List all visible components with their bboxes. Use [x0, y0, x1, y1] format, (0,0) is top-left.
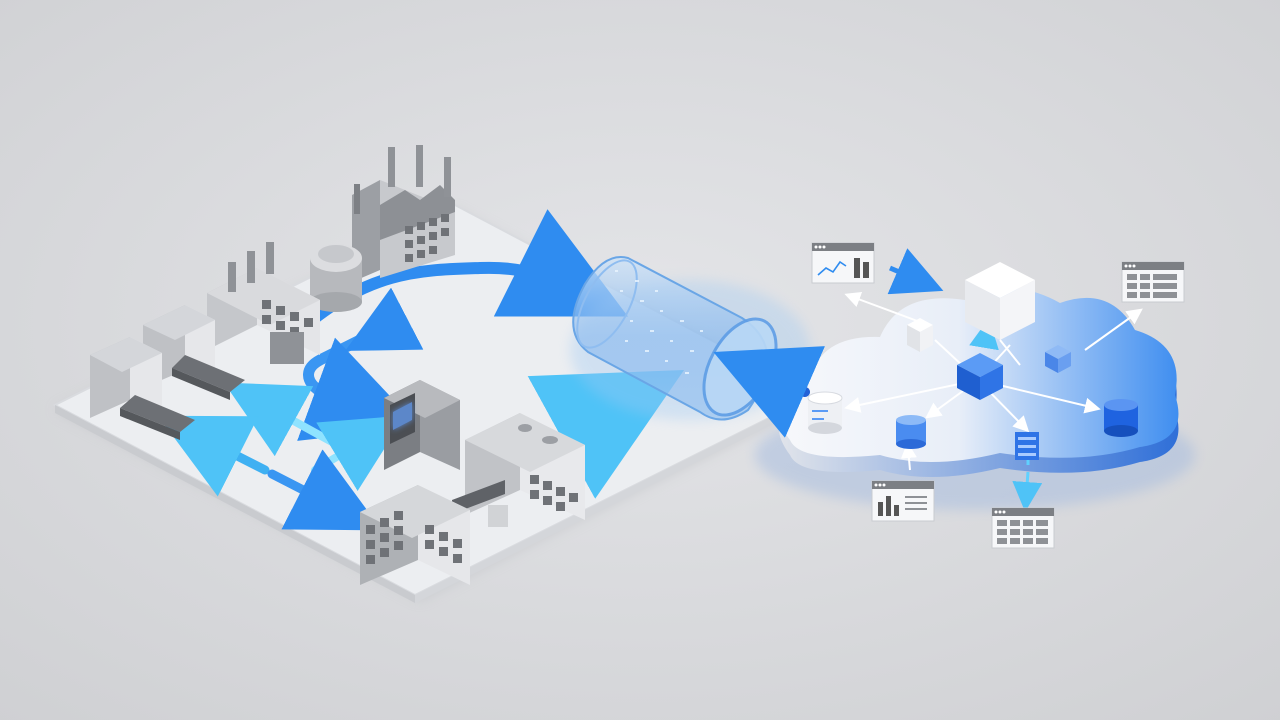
- server-icon: [907, 318, 933, 352]
- control-panel-icon: [384, 380, 460, 470]
- factory-icon: [207, 242, 320, 364]
- factory-icon: [352, 145, 455, 282]
- flow-arrow-to-warehouse: [267, 449, 383, 531]
- storage-tank-icon: [310, 244, 362, 312]
- server-icon: [1045, 345, 1071, 373]
- bar-chart-window-icon: [871, 480, 935, 522]
- table-window-icon: [1121, 261, 1185, 303]
- flow-arrow-to-panel: [297, 324, 420, 441]
- database-icon: [896, 415, 926, 449]
- database-icon: [1104, 399, 1138, 437]
- ingest-arrow: [887, 248, 944, 295]
- hub-node-icon: [957, 353, 1003, 400]
- table-window-icon: [991, 507, 1055, 549]
- server-icon: [1015, 432, 1039, 460]
- warehouse-icon: [360, 485, 470, 585]
- factory-icon: [452, 413, 585, 527]
- material-flow-arrows: [157, 209, 685, 531]
- flow-arrow-to-line: [157, 415, 270, 497]
- database-icon: [807, 391, 843, 434]
- flow-arrow-up: [345, 287, 424, 351]
- server-icon: [965, 262, 1035, 340]
- cloud-to-pipeline-arrow: [713, 346, 825, 438]
- conveyor-icon: [90, 337, 195, 440]
- line-chart-window-icon: [811, 242, 875, 284]
